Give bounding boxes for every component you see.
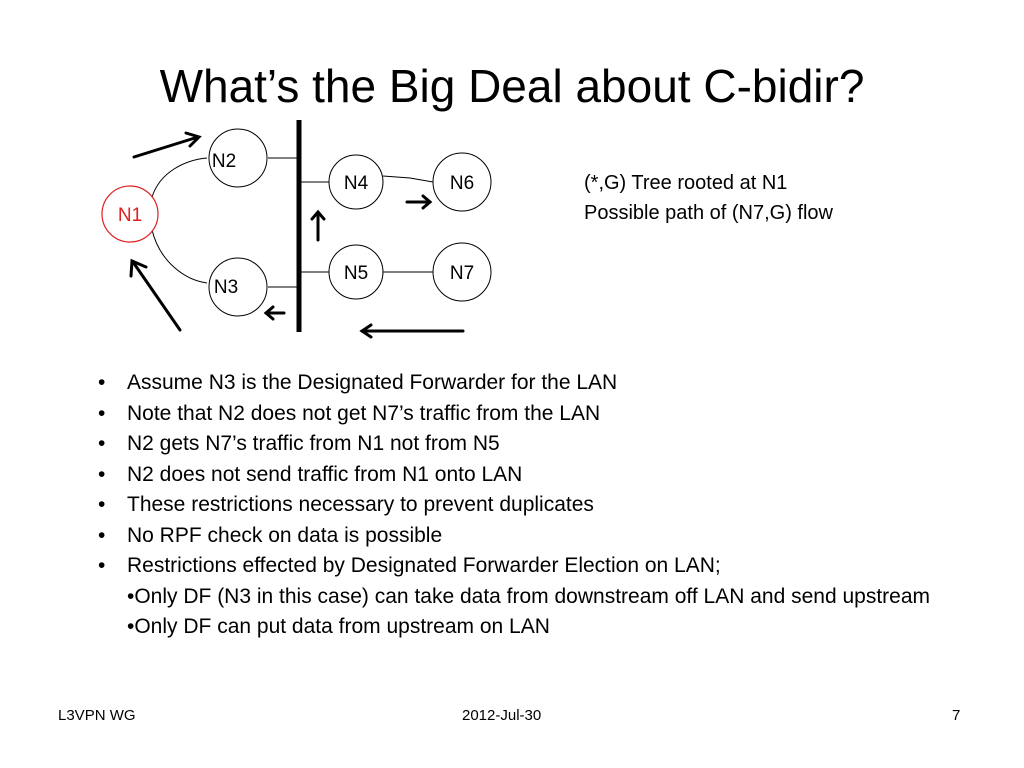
bullet-item: • N2 gets N7’s traffic from N1 not from N…: [98, 429, 978, 460]
legend-flow-text: Possible path of (N7,G) flow: [584, 202, 833, 224]
node-n3-label: N3: [214, 277, 238, 298]
footer-left: L3VPN WG: [58, 707, 136, 724]
bullet-text: Assume N3 is the Designated Forwarder fo…: [127, 371, 618, 394]
sub-bullet-item: •Only DF (N3 in this case) can take data…: [98, 582, 978, 613]
bullet-dot: •: [98, 432, 106, 455]
node-n1: N1: [101, 185, 159, 243]
bullet-item: • Assume N3 is the Designated Forwarder f…: [98, 368, 978, 399]
bullet-item: • These restrictions necessary to prevent…: [98, 490, 978, 521]
sub-bullet-item: •Only DF can put data from upstream on L…: [98, 612, 978, 643]
link-n1-n3: [151, 229, 208, 284]
bullet-dot: •: [98, 462, 106, 486]
node-n4-label: N4: [344, 173, 369, 194]
node-n2: N2: [208, 128, 268, 188]
bullet-text: N2 gets N7’s traffic from N1 not from N5: [127, 432, 500, 455]
node-n5: N5: [328, 244, 384, 300]
network-diagram: N1 N2 N3 N4 N5 N6 N7: [101, 120, 492, 339]
legend-tree-text: (*,G) Tree rooted at N1: [584, 172, 788, 194]
arrow-n4-to-n6: [405, 194, 433, 210]
bullet-text: Restrictions effected by Designated Forw…: [127, 554, 721, 577]
bullet-dot: •: [98, 401, 106, 425]
arrow-n1-to-n2: [132, 131, 202, 159]
slide-title: What’s the Big Deal about C-bidir?: [159, 60, 865, 112]
node-n5-label: N5: [344, 263, 368, 284]
node-n6: N6: [432, 152, 492, 212]
bullet-text: These restrictions necessary to prevent …: [127, 493, 594, 516]
bullet-text: No RPF check on data is possible: [127, 523, 443, 547]
bullet-item: • No RPF check on data is possible: [98, 521, 978, 552]
bullet-list: • Assume N3 is the Designated Forwarder f…: [98, 368, 978, 643]
sub-bullet-text: •Only DF can put data from upstream on L…: [127, 615, 550, 638]
bullet-dot: •: [98, 523, 106, 547]
bullet-item: • N2 does not send traffic from N1 onto L…: [98, 460, 978, 491]
node-n7: N7: [432, 242, 492, 302]
sub-bullet-text: •Only DF (N3 in this case) can take data…: [127, 584, 930, 608]
arrow-up-on-lan: [310, 209, 326, 242]
node-n2-label: N2: [212, 151, 236, 172]
bullet-item: • Note that N2 does not get N7’s traffic …: [98, 399, 978, 430]
node-n7-label: N7: [450, 263, 474, 284]
diagram-legend: (*,G) Tree rooted at N1 Possible path of…: [584, 168, 833, 228]
bullet-text: N2 does not send traffic from N1 onto LA…: [127, 462, 523, 486]
node-n3: N3: [208, 257, 268, 317]
bullet-dot: •: [98, 554, 106, 577]
arrow-lan-to-n3: [263, 305, 286, 321]
bullet-dot: •: [98, 493, 106, 516]
node-n6-label: N6: [450, 173, 474, 194]
bullet-item: • Restrictions effected by Designated For…: [98, 551, 978, 582]
footer-page-number: 7: [952, 707, 961, 724]
arrow-to-n1-from-below: [129, 258, 182, 332]
link-n4-n6: [382, 175, 434, 183]
node-n4: N4: [328, 154, 384, 210]
arrow-n7-leftward: [359, 323, 465, 339]
link-n1-n2: [151, 157, 208, 198]
bullet-text: Note that N2 does not get N7’s traffic f…: [127, 401, 601, 425]
footer-date: 2012-Jul-30: [462, 707, 542, 724]
node-n1-label: N1: [118, 205, 142, 226]
bullet-dot: •: [98, 371, 106, 394]
